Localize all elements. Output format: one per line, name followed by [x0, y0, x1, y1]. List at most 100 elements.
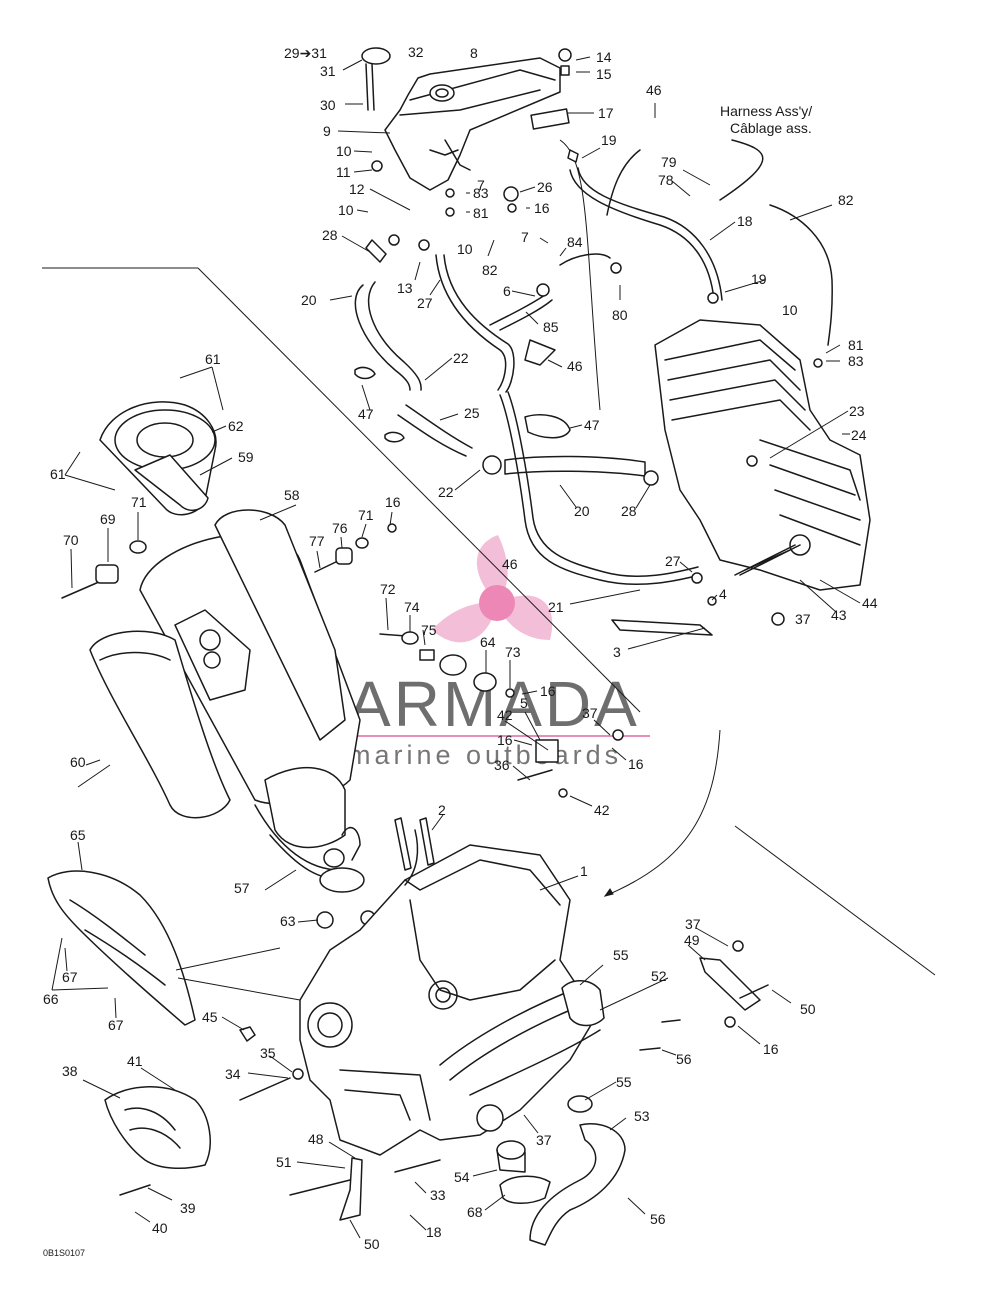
heat-shields [47, 870, 441, 1221]
callout-74: 74 [404, 599, 420, 615]
callout-67: 67 [62, 969, 78, 985]
callout-68: 68 [467, 1204, 483, 1220]
callout-27b: 27 [665, 553, 681, 569]
callout-69: 69 [100, 511, 116, 527]
callout-20b: 20 [574, 503, 590, 519]
watermark-tagline: marine outboards [348, 740, 622, 770]
engine-block [654, 319, 871, 591]
guide-lines [42, 139, 936, 976]
callout-7: 7 [521, 229, 529, 245]
callout-15: 15 [596, 66, 612, 82]
callout-labels: 29➔31 31 32 8 30 9 10 11 12 10 28 20 13 … [43, 44, 878, 1252]
callout-6: 6 [503, 283, 511, 299]
watermark-logo: ARMADA marine outboards [348, 535, 650, 770]
hoses-upper [354, 139, 833, 393]
callout-19b: 19 [751, 271, 767, 287]
hardware-left [61, 523, 515, 698]
callout-30: 30 [320, 97, 336, 113]
callout-33: 33 [430, 1187, 446, 1203]
callout-16f: 16 [763, 1041, 779, 1057]
callout-54: 54 [454, 1169, 470, 1185]
harness-note-line2: Câblage ass. [730, 120, 812, 136]
callout-73: 73 [505, 644, 521, 660]
callout-16b: 16 [385, 494, 401, 510]
callout-77: 77 [309, 533, 325, 549]
callout-37b: 37 [582, 705, 598, 721]
callout-18b: 18 [426, 1224, 442, 1240]
callout-83b: 83 [848, 353, 864, 369]
callout-42: 42 [497, 707, 513, 723]
exhaust-lower [496, 940, 769, 1246]
callout-52: 52 [651, 968, 667, 984]
callout-22b: 22 [438, 484, 454, 500]
callout-36: 36 [494, 757, 510, 773]
callout-64: 64 [480, 634, 496, 650]
callout-8: 8 [470, 45, 478, 61]
callout-84: 84 [567, 234, 583, 250]
callout-47: 47 [358, 406, 374, 422]
callout-25: 25 [464, 405, 480, 421]
callout-56: 56 [676, 1051, 692, 1067]
callout-46: 46 [567, 358, 583, 374]
callout-46-top: 46 [646, 82, 662, 98]
callout-16d: 16 [497, 732, 513, 748]
callout-51: 51 [276, 1154, 292, 1170]
callout-18: 18 [737, 213, 753, 229]
callout-81: 81 [473, 205, 489, 221]
callout-14: 14 [596, 49, 612, 65]
callout-3: 3 [613, 644, 621, 660]
callout-58: 58 [284, 487, 300, 503]
callout-24: 24 [851, 427, 867, 443]
callout-55b: 55 [616, 1074, 632, 1090]
callout-11: 11 [336, 164, 351, 180]
callout-59: 59 [238, 449, 254, 465]
callout-16: 16 [534, 200, 550, 216]
callout-81b: 81 [848, 337, 864, 353]
callout-76: 76 [332, 520, 348, 536]
callout-37c: 37 [536, 1132, 552, 1148]
callout-71b: 71 [358, 507, 374, 523]
callout-10: 10 [336, 143, 352, 159]
callout-17: 17 [598, 105, 614, 121]
callout-66: 66 [43, 991, 59, 1007]
callout-39: 39 [180, 1200, 196, 1216]
callout-70: 70 [63, 532, 79, 548]
callout-57: 57 [234, 880, 250, 896]
callout-7-top: 7 [477, 177, 485, 193]
callout-31: 31 [320, 63, 336, 79]
callout-82: 82 [482, 262, 498, 278]
callout-46b: 46 [502, 556, 518, 572]
callout-79: 79 [661, 154, 677, 170]
callout-13: 13 [397, 280, 413, 296]
callout-9: 9 [323, 123, 331, 139]
callout-28: 28 [322, 227, 338, 243]
callout-60: 60 [70, 754, 86, 770]
callout-10d: 10 [782, 302, 798, 318]
callout-23: 23 [849, 403, 865, 419]
muffler-group [89, 401, 376, 929]
callout-72: 72 [380, 581, 396, 597]
callout-50b: 50 [800, 1001, 816, 1017]
callout-34: 34 [225, 1066, 241, 1082]
callout-22: 22 [453, 350, 469, 366]
callout-10b: 10 [338, 202, 354, 218]
callout-85: 85 [543, 319, 559, 335]
callout-28b: 28 [621, 503, 637, 519]
engine-lower [299, 817, 605, 1156]
callout-61: 61 [205, 351, 221, 367]
callout-41: 41 [127, 1053, 143, 1069]
callout-43: 43 [831, 607, 847, 623]
callout-2: 2 [438, 802, 446, 818]
callout-56b: 56 [650, 1211, 666, 1227]
callout-78: 78 [658, 172, 674, 188]
callout-29-31: 29➔31 [284, 45, 327, 61]
harness-note-line1: Harness Ass'y/ [720, 103, 812, 119]
callout-10c: 10 [457, 241, 473, 257]
drawing-code: 0B1S0107 [43, 1248, 85, 1258]
callout-50: 50 [364, 1236, 380, 1252]
callout-40: 40 [152, 1220, 168, 1236]
callout-16c: 16 [540, 683, 556, 699]
callout-37: 37 [795, 611, 811, 627]
callout-4: 4 [719, 586, 727, 602]
callout-62: 62 [228, 418, 244, 434]
